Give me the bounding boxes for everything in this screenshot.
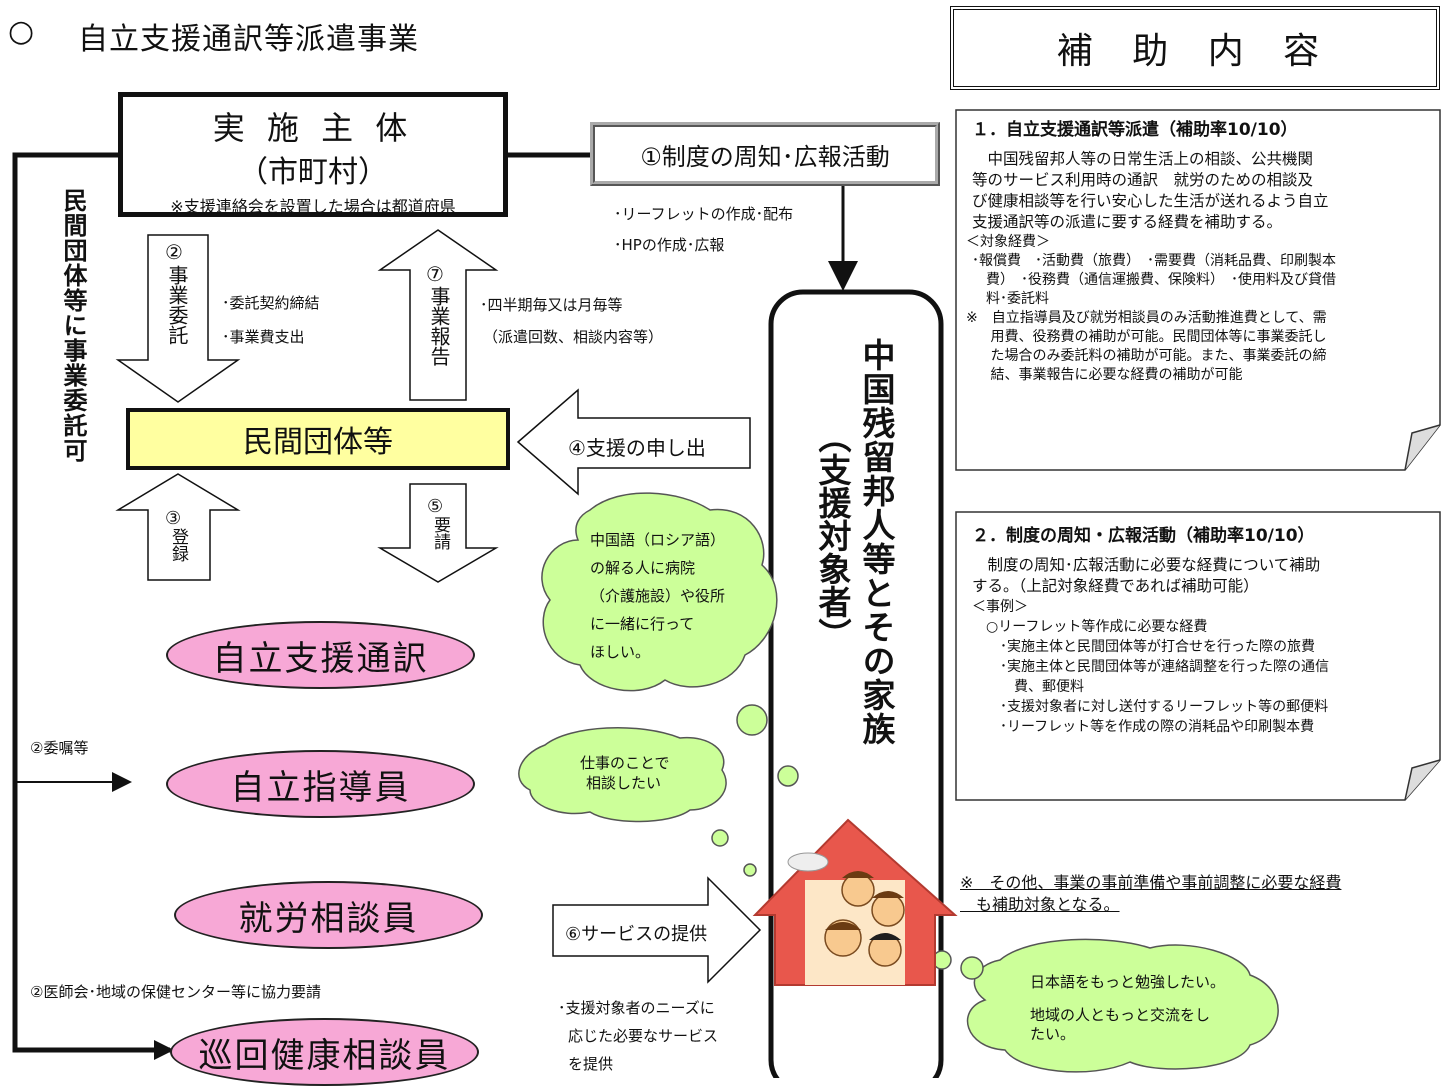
target-sub: （支援対象者） xyxy=(813,420,852,651)
bubble-2-line: 相談したい xyxy=(586,774,662,792)
publicity-box: ①制度の周知･広報活動 xyxy=(590,122,940,186)
doctor-request-label: ②医師会･地域の保健センター等に協力要請 xyxy=(30,983,321,1001)
private-org-label: 民間団体等 xyxy=(243,425,393,460)
bubble-3-line: 日本語をもっと勉強したい。 xyxy=(1030,973,1226,991)
panel-1-line: 中国残留邦人等の日常生活上の相談、公共機関 xyxy=(972,150,1314,168)
request-block-arrow xyxy=(377,483,499,583)
commission2-label: ②委嘱等 xyxy=(30,739,89,757)
panel-2-line: ＜事例＞ xyxy=(972,599,1028,615)
panel-1-line: び健康相談等を行い安心した生活が送れるよう自立 xyxy=(972,192,1329,210)
panel-1-line: ＜対象経費＞ xyxy=(966,234,1050,250)
panel-2-heading: ２．制度の周知・広報活動（補助率10/10） xyxy=(972,526,1315,546)
commission-item-1: ･委託契約締結 xyxy=(222,294,320,312)
panel-2-line: 費、郵便料 xyxy=(972,679,1084,695)
service-note-1: ･支援対象者のニーズに xyxy=(558,999,715,1017)
register-block-arrow xyxy=(115,473,241,581)
register-number: ③ xyxy=(165,508,182,529)
bubble-2-text: 仕事のことで 相談したい xyxy=(580,753,670,793)
role-independence-guide: 自立指導員 xyxy=(166,750,475,818)
commission-text: 事業委託 xyxy=(165,265,189,345)
bubble-1-line: 中国語（ロシア語） xyxy=(590,531,726,549)
report-block-arrow xyxy=(377,229,499,401)
bubble-1-line: ほしい。 xyxy=(590,643,651,661)
private-org-box: 民間団体等 xyxy=(126,408,510,470)
implementer-box: 実 施 主 体 （市町村） ※支援連絡会を設置した場合は都道府県 xyxy=(118,92,508,217)
report-item-2: （派遣回数、相談内容等） xyxy=(483,328,664,346)
bubble-3-line: 地域の人ともっと交流をし xyxy=(1030,1006,1211,1024)
panel-1-line: ･報償費 ･活動費（旅費） ･需要費（消耗品費、印刷製本 xyxy=(972,253,1336,269)
commission-item-2: ･事業費支出 xyxy=(222,328,305,346)
panel-2-line: 制度の周知･広報活動に必要な経費について補助 xyxy=(972,556,1321,574)
bubble-3-line: たい。 xyxy=(1030,1025,1076,1043)
panel-1-line: 結、事業報告に必要な経費の補助が可能 xyxy=(972,367,1243,383)
panel-2-line: ･実施主体と民間団体等が連絡調整を行った際の通信 xyxy=(972,659,1329,675)
family-house-illustration xyxy=(752,818,958,986)
panel-1-line: 等のサービス利用時の通訳 就労のための相談及 xyxy=(972,171,1314,189)
report-text: 事業報告 xyxy=(427,286,451,366)
panel-1-line: 支援通訳等の派遣に要する経費を補助する。 xyxy=(972,213,1283,231)
header-box-label: 補 助 内 容 xyxy=(1056,31,1334,72)
implementer-note: ※支援連絡会を設置した場合は都道府県 xyxy=(170,197,456,216)
bubble-1-text: 中国語（ロシア語） の解る人に病院 （介護施設）や役所 に一緒に行って ほしい。 xyxy=(590,526,725,666)
publicity-item-1: ･リーフレットの作成･配布 xyxy=(614,205,794,223)
speech-bubble-2 xyxy=(518,727,727,823)
panel-2: ２．制度の周知・広報活動（補助率10/10） 制度の周知･広報活動に必要な経費に… xyxy=(972,526,1427,737)
bubble-3-text: 日本語をもっと勉強したい。 地域の人ともっと交流をし たい。 xyxy=(1030,973,1225,1044)
page-title: 自立支援通訳等派遣事業 xyxy=(78,22,419,57)
panel-1-line: 費） ･役務費（通信運搬費、保険料） ･使用料及び貸借 xyxy=(972,272,1336,288)
panel-1-line: た場合のみ委託料の補助が可能。また、事業委託の締 xyxy=(972,348,1327,364)
other-note-line: ※ その他、事業の事前準備や事前調整に必要な経費 xyxy=(960,873,1342,892)
panel-1-heading: １．自立支援通訳等派遣（補助率10/10） xyxy=(972,120,1298,140)
publicity-item-2: ･HPの作成･広報 xyxy=(614,236,725,254)
panel-2-line: ○リーフレット等作成に必要な経費 xyxy=(972,619,1208,635)
request-number: ⑤ xyxy=(427,496,444,517)
header-box: 補 助 内 容 xyxy=(950,6,1440,90)
role-health-counselor: 巡回健康相談員 xyxy=(170,1018,479,1086)
support-request-block-arrow xyxy=(516,388,751,496)
other-note-line: も補助対象となる。 xyxy=(960,895,1120,914)
bubble-2-line: 仕事のことで xyxy=(580,754,670,772)
bubble-1-line: の解る人に病院 xyxy=(590,559,696,577)
speech-bubble-1 xyxy=(541,492,778,692)
service-note-2: 応じた必要なサービス xyxy=(568,1027,719,1045)
left-connector-line xyxy=(12,152,170,1053)
implementer-sub: （市町村） xyxy=(238,155,388,190)
register-text: 登録 xyxy=(168,528,188,562)
other-note: ※ その他、事業の事前準備や事前調整に必要な経費 も補助対象となる。 xyxy=(960,872,1341,916)
request-text: 要請 xyxy=(430,516,450,550)
report-item-1: ･四半期毎又は月毎等 xyxy=(480,296,623,314)
bubble-1-line: （介護施設）や役所 xyxy=(590,587,726,605)
side-label: 民間団体等に事業委託可 xyxy=(59,188,87,463)
service-label: ⑥サービスの提供 xyxy=(565,924,708,945)
speech-bubble-3 xyxy=(966,938,1279,1073)
service-block-arrow xyxy=(552,876,762,984)
commission-block-arrow xyxy=(115,234,241,403)
panel-2-line: ･実施主体と民間団体等が打合せを行った際の旅費 xyxy=(972,639,1315,655)
role-interpreter: 自立支援通訳 xyxy=(166,621,475,689)
bubble-3-line xyxy=(1030,992,1225,1006)
panel-2-line: する。（上記対象経費であれば補助可能） xyxy=(972,577,1259,595)
service-note-3: を提供 xyxy=(568,1055,614,1073)
title-bullet: ○ xyxy=(8,14,36,49)
bubble-1-line: に一緒に行って xyxy=(590,615,695,633)
panel-2-line: ･リーフレット等を作成の際の消耗品や印刷製本費 xyxy=(972,719,1315,735)
panel-1-line: 用費、役務費の補助が可能。民間団体等に事業委託し xyxy=(972,329,1327,345)
panel-1: １．自立支援通訳等派遣（補助率10/10） 中国残留邦人等の日常生活上の相談、公… xyxy=(966,120,1427,385)
commission-number: ② xyxy=(165,240,183,264)
panel-1-line: ※ 自立指導員及び就労相談員のみ活動推進費として、需 xyxy=(966,310,1327,326)
panel-1-line: 料･委託料 xyxy=(972,291,1049,307)
publicity-label: ①制度の周知･広報活動 xyxy=(640,142,890,171)
report-number: ⑦ xyxy=(426,262,444,286)
role-employment-counselor: 就労相談員 xyxy=(174,881,483,949)
target-name: 中国残留邦人等とその家族 xyxy=(857,338,896,746)
implementer-name: 実 施 主 体 xyxy=(212,109,414,147)
support-request-label: ④支援の申し出 xyxy=(568,436,706,460)
panel-2-line: ･支援対象者に対し送付するリーフレット等の郵便料 xyxy=(972,699,1329,715)
